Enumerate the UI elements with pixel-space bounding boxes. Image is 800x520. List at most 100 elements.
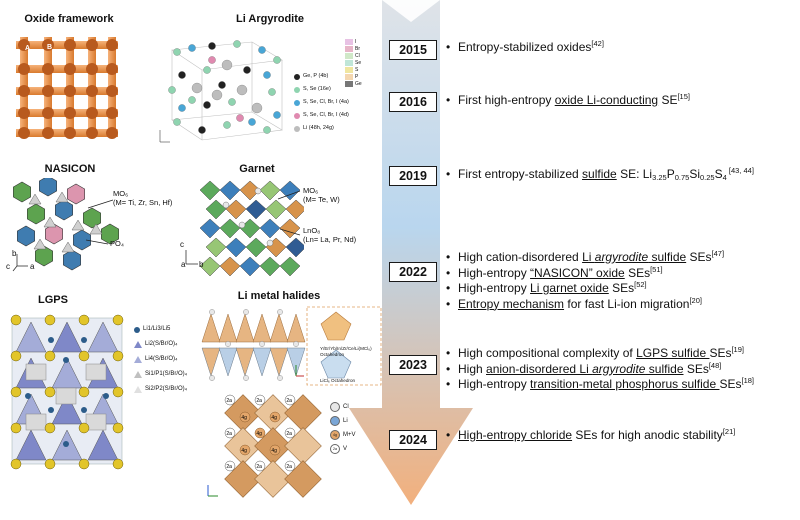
halide-cl-atom xyxy=(225,341,231,347)
oxide-node xyxy=(86,127,98,139)
event-segment: High cation-disordered xyxy=(458,250,583,264)
events-2023: •High compositional complexity of LGPS s… xyxy=(446,346,754,393)
argyrodite-atom xyxy=(248,118,256,126)
event-segment: First entropy-stabilized xyxy=(458,167,583,181)
nasicon-po4 xyxy=(71,219,85,231)
argyrodite-site-row: Br xyxy=(345,45,371,52)
argyrodite-atom-label: S, Se, Cl, Br, I (4a) xyxy=(303,99,349,105)
lgps-sulfur xyxy=(112,458,124,470)
argyrodite-atom-row: S, Se, Cl, Br, I (4a) xyxy=(294,96,349,109)
garnet-lno8-label: LnO₈ xyxy=(303,226,321,235)
oxide-node xyxy=(86,85,98,97)
halides-structure-top xyxy=(201,309,306,381)
garnet-structure xyxy=(199,180,304,277)
lgps-sulfur xyxy=(10,350,22,362)
halide-cl-atom xyxy=(277,309,283,315)
event-segment: High-entropy xyxy=(458,281,531,295)
halide-octahedron-li xyxy=(269,347,289,377)
lgps-sulfur xyxy=(44,458,56,470)
argyrodite-site-swatch xyxy=(345,80,353,87)
lgps-cage xyxy=(25,413,47,431)
halide-4g-site xyxy=(254,427,266,439)
event-segment: Si xyxy=(689,167,700,181)
lgps-sulfur xyxy=(112,422,124,434)
lgps-title: LGPS xyxy=(38,294,68,306)
argyrodite-site-label: P xyxy=(355,73,359,80)
oxide-framework-title: Oxide framework xyxy=(24,13,114,25)
lgps-tetrahedron xyxy=(15,429,47,461)
halide-octahedron xyxy=(284,460,322,498)
event-segment: “NASICON” oxide xyxy=(530,265,625,280)
event-segment: [43, 44] xyxy=(726,166,754,175)
event-segment: High xyxy=(458,361,487,376)
oxide-node xyxy=(86,39,98,51)
halides-title: Li metal halides xyxy=(237,290,321,302)
oxide-node xyxy=(64,39,76,51)
oxide-node xyxy=(106,107,118,119)
event-text: High-entropy Li garnet oxide SEs[52] xyxy=(458,281,647,297)
argyrodite-site-row: P xyxy=(345,73,371,80)
nasicon-axis-c: c xyxy=(6,262,10,271)
event-segment: [52] xyxy=(634,280,647,289)
bullet: • xyxy=(446,346,451,360)
nasicon-po4 xyxy=(61,241,75,253)
argyrodite-atom xyxy=(251,102,263,114)
oxide-site-a: A xyxy=(25,45,30,52)
year-box-2022: 2022 xyxy=(389,262,437,282)
halide-legend-row: Li xyxy=(330,414,356,428)
event-text: High cation-disordered Li argyrodite sul… xyxy=(458,250,724,266)
nasicon-po4 xyxy=(28,193,42,205)
lgps-tetrahedron xyxy=(87,321,119,353)
nasicon-polyhedron xyxy=(73,229,91,251)
lgps-sulfur xyxy=(44,314,56,326)
argyrodite-atom-swatch xyxy=(294,86,300,93)
argyrodite-atom xyxy=(273,56,281,64)
argyrodite-structure xyxy=(159,40,283,143)
timeline-event: •Entropy mechanism for fast Li-ion migra… xyxy=(446,296,724,313)
timeline-event: •High-entropy “NASICON” oxide SEs[51] xyxy=(446,265,724,282)
lgps-li xyxy=(103,393,109,399)
bullet: • xyxy=(446,167,451,181)
year-box-2023: 2023 xyxy=(389,355,437,375)
event-segment: argyrodite xyxy=(594,250,649,264)
lgps-legend-label: Li4(S/Br/O)₄ xyxy=(145,356,178,362)
lgps-li xyxy=(81,407,87,413)
halide-2a-label: 2a xyxy=(286,464,292,470)
garnet-axis-c: c xyxy=(180,240,184,249)
lgps-sulfur xyxy=(112,386,124,398)
halide-2a-site xyxy=(284,427,296,439)
oxide-node xyxy=(64,85,76,97)
argyrodite-site-swatch xyxy=(345,73,353,80)
lgps-sulfur xyxy=(10,386,22,398)
argyrodite-atom xyxy=(268,88,276,96)
halide-octahedron-m xyxy=(235,313,255,343)
argyrodite-site-row: Cl xyxy=(345,52,371,59)
halide-2a-site xyxy=(254,394,266,406)
argyrodite-site-swatch xyxy=(345,66,353,73)
halide-2a-site xyxy=(224,460,236,472)
event-segment: First high-entropy xyxy=(458,93,555,107)
argyrodite-site-label: I xyxy=(355,38,357,45)
lgps-legend-triangle xyxy=(134,386,142,393)
event-segment: sulfide xyxy=(648,250,687,264)
oxide-node xyxy=(106,39,118,51)
bullet: • xyxy=(446,250,451,264)
argyrodite-atom-label: S, Se (16e) xyxy=(303,86,331,92)
events-2022: • High cation-disordered Li argyrodite su… xyxy=(446,250,724,312)
nasicon-title: NASICON xyxy=(44,163,96,175)
event-segment: 0.75 xyxy=(674,173,690,182)
nasicon-po4 xyxy=(89,223,103,235)
event-segment: S xyxy=(714,167,723,181)
halide-4g-site xyxy=(239,444,251,456)
timeline-event: •First entropy-stabilized sulfide SE: Li… xyxy=(446,167,754,183)
timeline-event: •High-entropy chloride SEs for high anod… xyxy=(446,428,735,444)
timeline-event: •First high-entropy oxide Li-conducting … xyxy=(446,93,690,109)
event-segment: P xyxy=(666,167,675,181)
lgps-cage xyxy=(85,363,107,381)
lgps-sulfur xyxy=(78,422,90,434)
timeline-event: •High compositional complexity of LGPS s… xyxy=(446,346,754,362)
argyrodite-atom xyxy=(203,101,211,109)
